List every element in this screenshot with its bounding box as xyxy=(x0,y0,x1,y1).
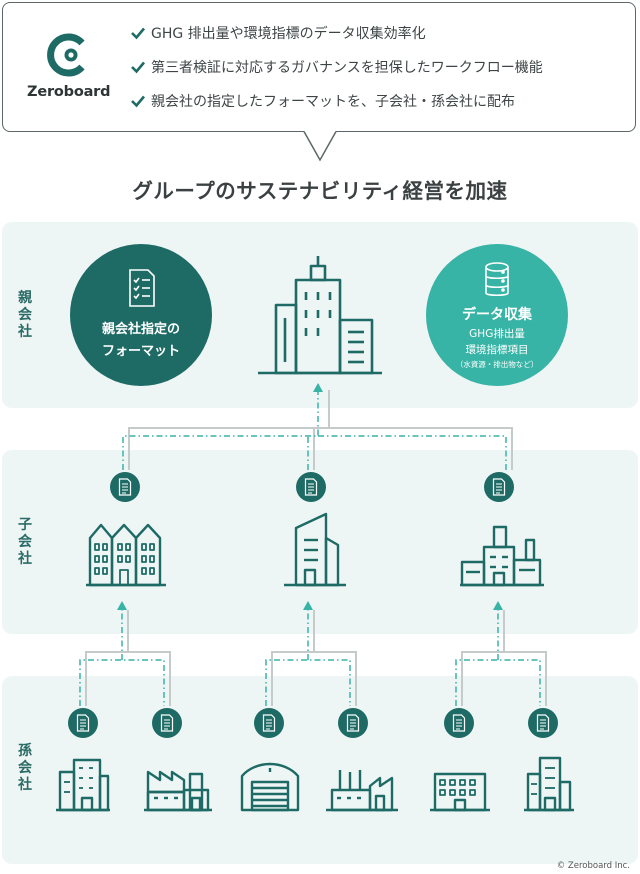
parent-to-child-connector xyxy=(122,383,513,470)
feature-text: GHG 排出量や環境指標のデータ収集効率化 xyxy=(151,26,426,42)
tier-label-parent: 親会社 xyxy=(18,290,32,340)
child-factory-icon xyxy=(460,525,544,587)
child-document-markers xyxy=(110,472,514,502)
grandchild-wide-office-icon xyxy=(430,772,490,812)
data-collection-title: データ収集 xyxy=(462,307,532,323)
database-icon xyxy=(485,262,509,297)
data-collection-circle xyxy=(426,244,568,386)
check-icon xyxy=(131,27,145,40)
data-circle-label: データ収集 GHG排出量 環境指標項目 （水資源・排出物など） xyxy=(427,304,567,370)
feature-item: 第三者検証に対応するガバナンスを担保したワークフロー機能 xyxy=(130,57,543,77)
feature-text: 第三者検証に対応するガバナンスを担保したワークフロー機能 xyxy=(151,60,543,76)
grandchild-factory-icon xyxy=(144,770,212,812)
tier-label-child: 子会社 xyxy=(18,517,32,567)
format-circle xyxy=(70,244,212,386)
headline: グループのサステナビリティ経営を加速 xyxy=(132,179,508,203)
grandchild-office-building-icon xyxy=(56,758,110,812)
check-icon xyxy=(131,61,145,74)
feature-callout xyxy=(2,2,636,132)
feature-item: GHG 排出量や環境指標のデータ収集効率化 xyxy=(130,23,426,43)
parent-headquarters-building-icon xyxy=(258,256,382,375)
data-item-examples: （水資源・排出物など） xyxy=(455,360,539,369)
document-checklist-icon xyxy=(129,269,155,307)
grandchild-industrial-plant-icon xyxy=(326,770,398,812)
zeroboard-logo-icon xyxy=(47,33,85,77)
brand-name: Zeroboard xyxy=(27,84,111,100)
data-item-ghg: GHG排出量 xyxy=(469,328,525,340)
child-to-grandchild-connector xyxy=(79,601,547,706)
grandchild-tower-building-icon xyxy=(524,756,574,812)
data-item-env: 環境指標項目 xyxy=(465,344,529,356)
feature-item: 親会社の指定したフォーマットを、子会社・孫会社に配布 xyxy=(130,91,515,111)
format-line-1: 親会社指定の xyxy=(101,322,180,337)
format-line-2: フォーマット xyxy=(101,344,180,359)
format-circle-label: 親会社指定の フォーマット xyxy=(71,318,211,359)
child-apartment-building-icon xyxy=(86,523,166,587)
check-icon xyxy=(131,95,145,108)
tier-label-grandchild: 孫会社 xyxy=(18,743,32,793)
copyright: © Zeroboard Inc. xyxy=(556,861,630,871)
grandchild-warehouse-icon xyxy=(240,762,300,812)
grandchild-document-markers xyxy=(68,708,558,738)
child-office-tower-icon xyxy=(284,512,346,587)
feature-text: 親会社の指定したフォーマットを、子会社・孫会社に配布 xyxy=(151,94,515,110)
grandchild-tier-band xyxy=(2,676,638,864)
